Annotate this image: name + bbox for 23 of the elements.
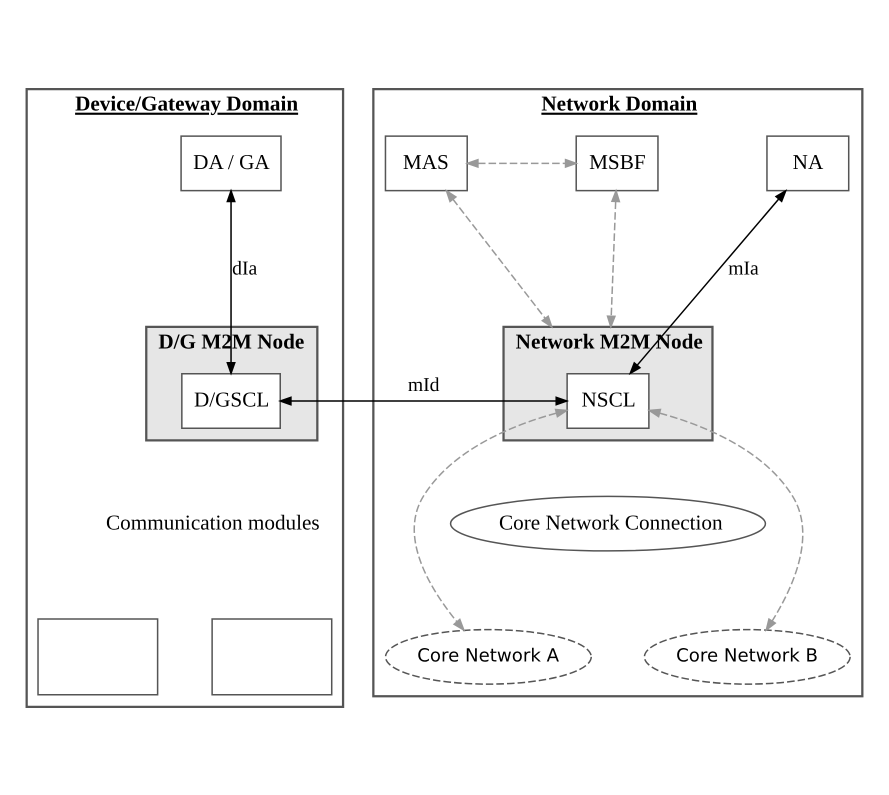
arrow [278,396,570,406]
label: Communication modules [106,510,320,534]
arrow [606,188,620,329]
edge-label: dIa [232,256,258,279]
node-ellipse: Core Network Connection [450,495,766,552]
node-box: MSBF [575,134,659,191]
node-ellipse: Core Network A [384,628,592,684]
node-box: NSCL [566,372,650,429]
arrow [628,188,788,375]
node-ellipse: Core Network B [644,628,851,684]
arrow [414,408,569,632]
arrow [445,188,554,328]
arrow [226,188,236,376]
node-box: D/GSCL [181,372,281,429]
node-box: NA [766,134,850,191]
edge-label: mIa [728,256,759,279]
edge-label: mId [408,374,440,396]
node-box [211,618,332,695]
node-box: MAS [384,134,468,191]
arrow [647,408,804,632]
node-box [37,618,158,695]
arrow [465,158,578,168]
node-box: DA / GA [180,134,282,191]
